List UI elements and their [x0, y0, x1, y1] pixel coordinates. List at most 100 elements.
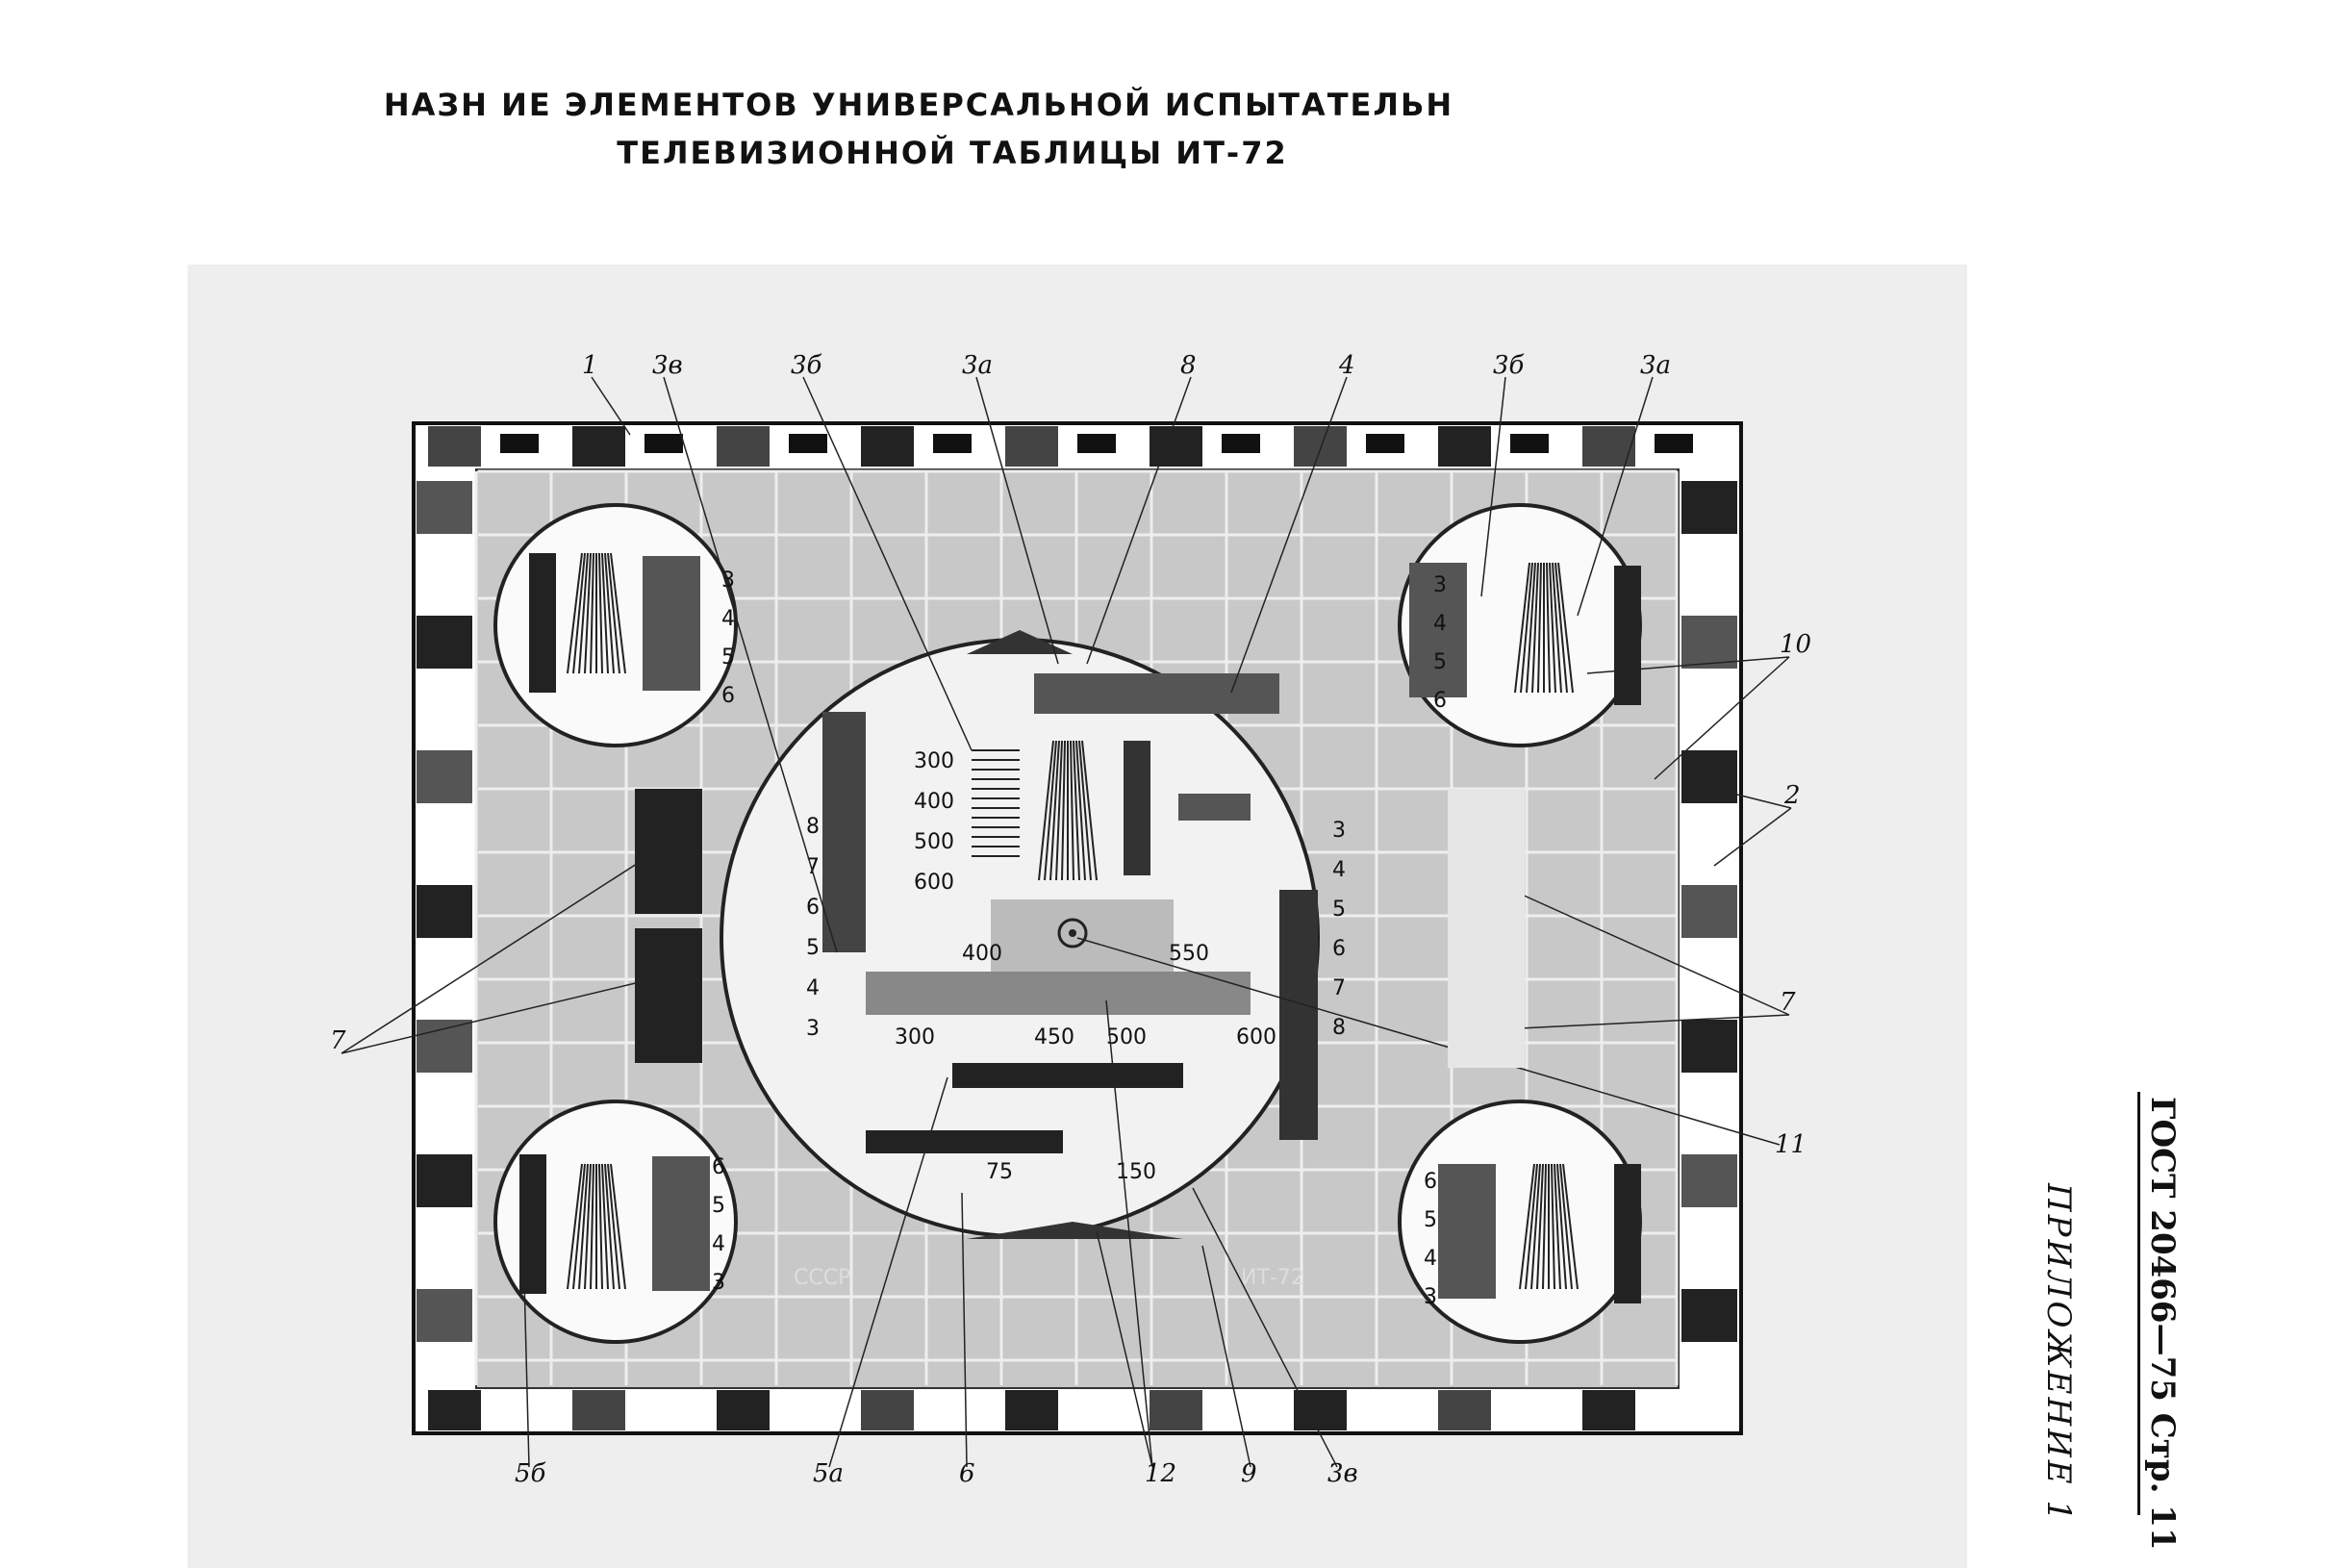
leader-line: [1586, 656, 1790, 674]
gost-page-reference: ГОСТ 20466—75 Стр. 11: [2143, 1097, 2182, 1551]
wedge-line: [1081, 740, 1098, 881]
wedge-line: [598, 552, 603, 674]
callout-7-right: 7: [1780, 988, 1796, 1017]
wedge-line: [584, 552, 592, 674]
wedge-line: [1546, 562, 1551, 694]
border-block-top: [1222, 434, 1260, 453]
leader-line: [523, 1278, 530, 1468]
wedge-line: [1554, 562, 1568, 694]
wedge-line: [610, 552, 626, 674]
gost-rule: [2137, 1092, 2140, 1515]
circle-br-number: 5: [1424, 1208, 1437, 1232]
wedge-line: [607, 552, 620, 674]
frequency-strip: [866, 972, 1251, 1015]
circle-tr-number: 5: [1433, 650, 1447, 674]
circle-br-number: 3: [1424, 1285, 1437, 1309]
wedge-line: [584, 1163, 592, 1290]
wedge-line: [1552, 562, 1562, 694]
callouts: 1 3в 3б 3а 8 4 3б 3а 10 2 7 11 7 5б 5а 6…: [330, 351, 1811, 1488]
leader-line: [1201, 1245, 1251, 1468]
circle-tl-number: 5: [721, 645, 735, 670]
leader-line: [591, 376, 631, 436]
border-block-left: [417, 885, 472, 938]
right-scale-number: 4: [1332, 858, 1346, 882]
border-block-right: [1681, 1020, 1737, 1073]
border-block-top: [861, 426, 914, 467]
left-panel-lower: [635, 928, 702, 1063]
callout-3b-top-left: 3б: [791, 351, 822, 380]
label-it72: ИТ-72: [1241, 1266, 1304, 1290]
border-block-bottom: [717, 1390, 770, 1430]
leader-line: [961, 1192, 968, 1468]
wedge-line: [1551, 1163, 1555, 1290]
border-block-bottom: [861, 1390, 914, 1430]
gray-bar-top: [1034, 673, 1279, 714]
circle-tr-number: 3: [1433, 573, 1447, 597]
circle-bl-number: 5: [712, 1194, 725, 1218]
leader-line: [341, 846, 665, 1054]
leader-line: [1076, 937, 1781, 1146]
border-block-left: [417, 481, 472, 534]
wedge-line: [578, 1163, 589, 1290]
label-400: 400: [914, 790, 954, 814]
leader-line: [1086, 376, 1192, 665]
border-block-top: [1366, 434, 1404, 453]
wedge-line: [1531, 562, 1539, 694]
border-block-right: [1681, 481, 1737, 534]
leader-line: [1500, 1014, 1790, 1030]
label-bot-300: 300: [895, 1025, 935, 1050]
leader-line: [975, 376, 1059, 665]
border-block-top: [1438, 426, 1491, 467]
left-scale-number: 3: [806, 1017, 820, 1041]
border-block-top: [1005, 426, 1058, 467]
circle-tl-number: 3: [721, 569, 735, 593]
wedge-line: [601, 552, 609, 674]
leader-line: [828, 1076, 948, 1468]
left-scale-number: 8: [806, 815, 820, 839]
border-block-top: [1510, 434, 1549, 453]
wedge-line: [1526, 562, 1536, 694]
callout-6: 6: [959, 1459, 975, 1488]
label-bot-600: 600: [1236, 1025, 1276, 1050]
wedge-line: [572, 1163, 586, 1290]
mid-vertical-bar: [1124, 741, 1150, 875]
callout-4: 4: [1338, 351, 1355, 380]
wedge-line: [1562, 1163, 1579, 1290]
border-block-right: [1681, 750, 1737, 803]
callout-3a-top-right: 3а: [1640, 351, 1671, 380]
border-block-bottom: [1150, 1390, 1202, 1430]
label-mid-550: 550: [1169, 942, 1209, 966]
wedge-line: [1556, 1163, 1567, 1290]
label-bot-500: 500: [1106, 1025, 1147, 1050]
right-scale-number: 5: [1332, 898, 1346, 922]
left-scale-number: 4: [806, 976, 820, 1000]
wedge-line: [607, 1163, 620, 1290]
wedge-line: [1525, 1163, 1538, 1290]
border-block-left: [417, 1020, 472, 1073]
leader-line: [1480, 376, 1506, 597]
callout-3v-bottom: 3в: [1327, 1459, 1358, 1488]
border-block-top: [789, 434, 827, 453]
wedge-line: [1055, 740, 1063, 881]
wedge-line: [567, 1163, 583, 1290]
left-scale-number: 6: [806, 896, 820, 920]
leader-line: [1713, 788, 1792, 809]
wedge-line: [601, 1163, 609, 1290]
wedge-line: [567, 552, 583, 674]
border-block-top: [933, 434, 972, 453]
callout-10: 10: [1780, 630, 1811, 659]
right-scale-number: 3: [1332, 819, 1346, 843]
callout-7-left: 7: [330, 1026, 346, 1055]
border-block-top: [1150, 426, 1202, 467]
circle-br-number: 6: [1424, 1170, 1437, 1194]
wedge-line: [598, 1163, 603, 1290]
wedge-line: [1530, 1163, 1541, 1290]
leader-line: [802, 376, 973, 751]
border-block-right: [1681, 1289, 1737, 1342]
wedge-line: [1078, 740, 1092, 881]
wedge-line: [1559, 1163, 1573, 1290]
left-panel-upper: [635, 789, 702, 914]
black-bar-2: [866, 1130, 1063, 1153]
wedge-line: [604, 552, 615, 674]
center-target: [1057, 918, 1088, 948]
